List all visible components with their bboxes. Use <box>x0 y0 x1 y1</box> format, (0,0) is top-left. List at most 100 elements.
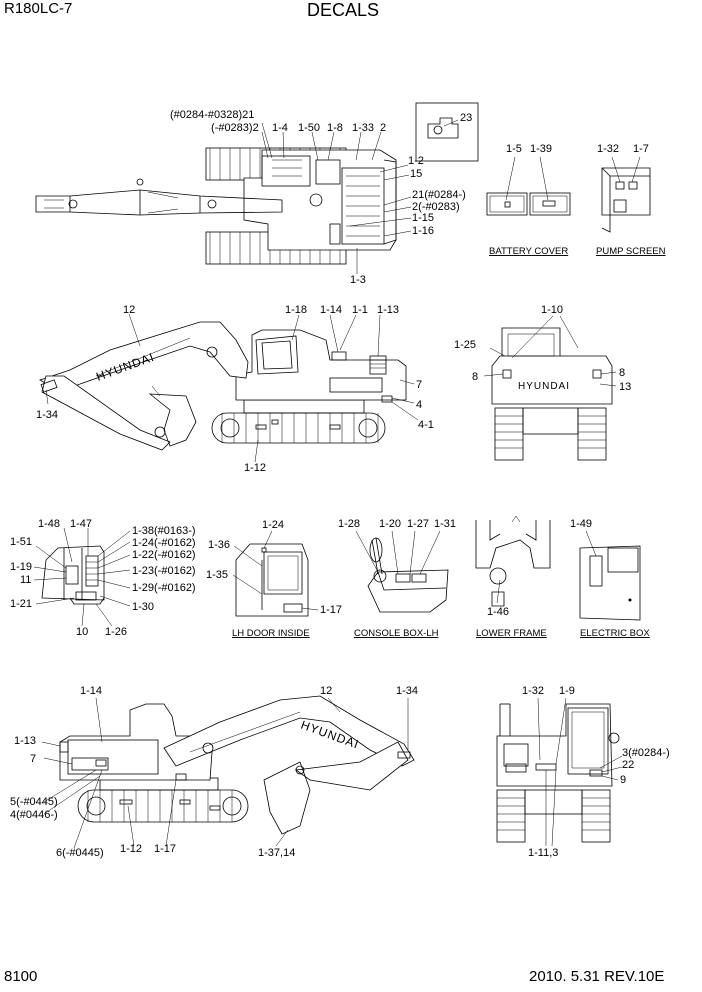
caption-console-box-lh: CONSOLE BOX-LH <box>354 628 439 639</box>
callout-2-early: (-#0283)2 <box>211 122 259 134</box>
callout-1-5: 1-5 <box>506 143 522 155</box>
callout-1-15: 1-15 <box>412 212 434 224</box>
callout-8-left: 8 <box>472 371 478 383</box>
battery-cover-drawing <box>486 156 571 216</box>
callout-1-49: 1-49 <box>570 518 592 530</box>
callout-1-46: 1-46 <box>487 606 509 618</box>
callout-12-right: 12 <box>320 685 332 697</box>
callout-1-31: 1-31 <box>434 518 456 530</box>
callout-6: 6(-#0445) <box>56 847 104 859</box>
right-side-callouts: 1-14 12 1-34 1-13 7 5(-#0445) 4(#0446-) … <box>10 685 418 859</box>
callout-1-14-left: 1-14 <box>320 304 342 316</box>
callout-1-30: 1-30 <box>132 601 154 613</box>
lh-door-drawing <box>235 543 309 617</box>
callout-1-47: 1-47 <box>70 518 92 530</box>
callout-1-26: 1-26 <box>105 626 127 638</box>
callout-1-48: 1-48 <box>38 518 60 530</box>
callout-8-right: 8 <box>619 367 625 379</box>
callout-12-left: 12 <box>123 304 135 316</box>
callout-1-21: 1-21 <box>10 598 32 610</box>
caption-electric-box: ELECTRIC BOX <box>580 628 650 639</box>
callout-4-1: 4-1 <box>418 419 434 431</box>
left-side-callouts: 12 1-18 1-14 1-1 1-13 7 4 4-1 1-34 1-12 <box>36 304 434 474</box>
callout-1-33: 1-33 <box>352 122 374 134</box>
callout-1-24: 1-24 <box>262 519 284 531</box>
callout-23: 23 <box>460 112 472 124</box>
callout-13: 13 <box>619 381 631 393</box>
callout-1-34-left: 1-34 <box>36 409 58 421</box>
rear-view-callouts: 1-10 1-25 8 8 13 <box>454 304 631 393</box>
caption-lower-frame: LOWER FRAME <box>476 628 547 639</box>
callout-1-12-left: 1-12 <box>244 462 266 474</box>
callout-11: 11 <box>20 574 31 586</box>
callout-1-7: 1-7 <box>633 143 649 155</box>
page-title: DECALS <box>307 0 380 20</box>
top-view-callouts: (#0284-#0328)21 (-#0283)2 1-4 1-50 1-8 1… <box>170 109 472 286</box>
callout-1-51: 1-51 <box>10 536 32 548</box>
electric-box-drawing <box>579 545 641 621</box>
callout-1-2: 1-2 <box>408 155 424 167</box>
console-box-callouts: 1-28 1-20 1-27 1-31 <box>338 518 456 530</box>
rear-view-drawing: HYUNDAI <box>491 327 613 461</box>
callout-1-28: 1-28 <box>338 518 360 530</box>
callout-1-19: 1-19 <box>10 561 32 573</box>
callout-1-32-front: 1-32 <box>522 685 544 697</box>
model-number: R180LC-7 <box>4 0 73 17</box>
callout-1-12-right: 1-12 <box>120 843 142 855</box>
switch-panel-callouts: 1-48 1-47 1-38(#0163-) 1-24(-#0162) 1-22… <box>10 518 196 638</box>
callout-1-36: 1-36 <box>208 539 230 551</box>
lower-frame-drawing <box>475 515 551 607</box>
callout-1-23: 1-23(-#0162) <box>132 565 196 577</box>
callout-2-range: 2(-#0283) <box>412 201 460 213</box>
callout-7-left: 7 <box>416 379 422 391</box>
callout-7-right: 7 <box>30 753 36 765</box>
callout-15: 15 <box>410 168 422 180</box>
switch-panel-drawing <box>41 545 105 605</box>
callout-10: 10 <box>76 626 88 638</box>
right-side-leaders <box>41 697 409 849</box>
revision-date: 2010. 5.31 REV.10E <box>529 968 665 985</box>
callout-1-3: 1-3 <box>350 274 366 286</box>
right-side-view-drawing: HYUNDAI <box>59 695 415 835</box>
callout-1-39: 1-39 <box>530 143 552 155</box>
console-box-drawing <box>367 537 449 613</box>
callout-1-27: 1-27 <box>407 518 429 530</box>
left-side-leaders <box>45 313 419 463</box>
switch-panel-leaders <box>33 527 131 627</box>
callout-1-22: 1-22(-#0162) <box>132 549 196 561</box>
front-view-drawing <box>496 703 620 843</box>
callout-1-13-right: 1-13 <box>14 735 36 747</box>
callout-1-16: 1-16 <box>412 225 434 237</box>
callout-1-34-right: 1-34 <box>396 685 418 697</box>
callout-1-35: 1-35 <box>206 569 228 581</box>
callout-1-18: 1-18 <box>285 304 307 316</box>
caption-battery-cover: BATTERY COVER <box>489 246 568 257</box>
page-number: 8100 <box>4 968 38 985</box>
callout-2: 2 <box>380 122 386 134</box>
callout-4-late: 4(#0446-) <box>10 809 58 821</box>
callout-1-1: 1-1 <box>352 304 368 316</box>
callout-1-10: 1-10 <box>541 304 563 316</box>
callout-1-50: 1-50 <box>298 122 320 134</box>
callout-5: 5(-#0445) <box>10 796 58 808</box>
console-box-leaders <box>355 530 441 575</box>
callout-1-4: 1-4 <box>272 122 288 134</box>
callout-1-17-door: 1-17 <box>320 604 342 616</box>
pump-screen-drawing <box>601 156 651 233</box>
front-view-leaders <box>537 697 623 847</box>
callout-1-14-right: 1-14 <box>80 685 102 697</box>
callout-1-9: 1-9 <box>559 685 575 697</box>
electric-box-leader <box>585 530 597 557</box>
callout-1-11-3: 1-11,3 <box>528 847 558 859</box>
lh-door-leaders <box>232 530 319 611</box>
callout-1-20: 1-20 <box>379 518 401 530</box>
callout-1-25: 1-25 <box>454 339 476 351</box>
caption-pump-screen: PUMP SCREEN <box>596 246 666 257</box>
lh-door-callouts: 1-24 1-36 1-35 1-17 <box>206 519 342 616</box>
callout-1-13-left: 1-13 <box>377 304 399 316</box>
callout-1-8: 1-8 <box>327 122 343 134</box>
callout-1-29: 1-29(-#0162) <box>132 582 196 594</box>
lower-frame-leader <box>496 579 501 604</box>
callout-1-38: 1-38(#0163-) <box>132 525 196 537</box>
